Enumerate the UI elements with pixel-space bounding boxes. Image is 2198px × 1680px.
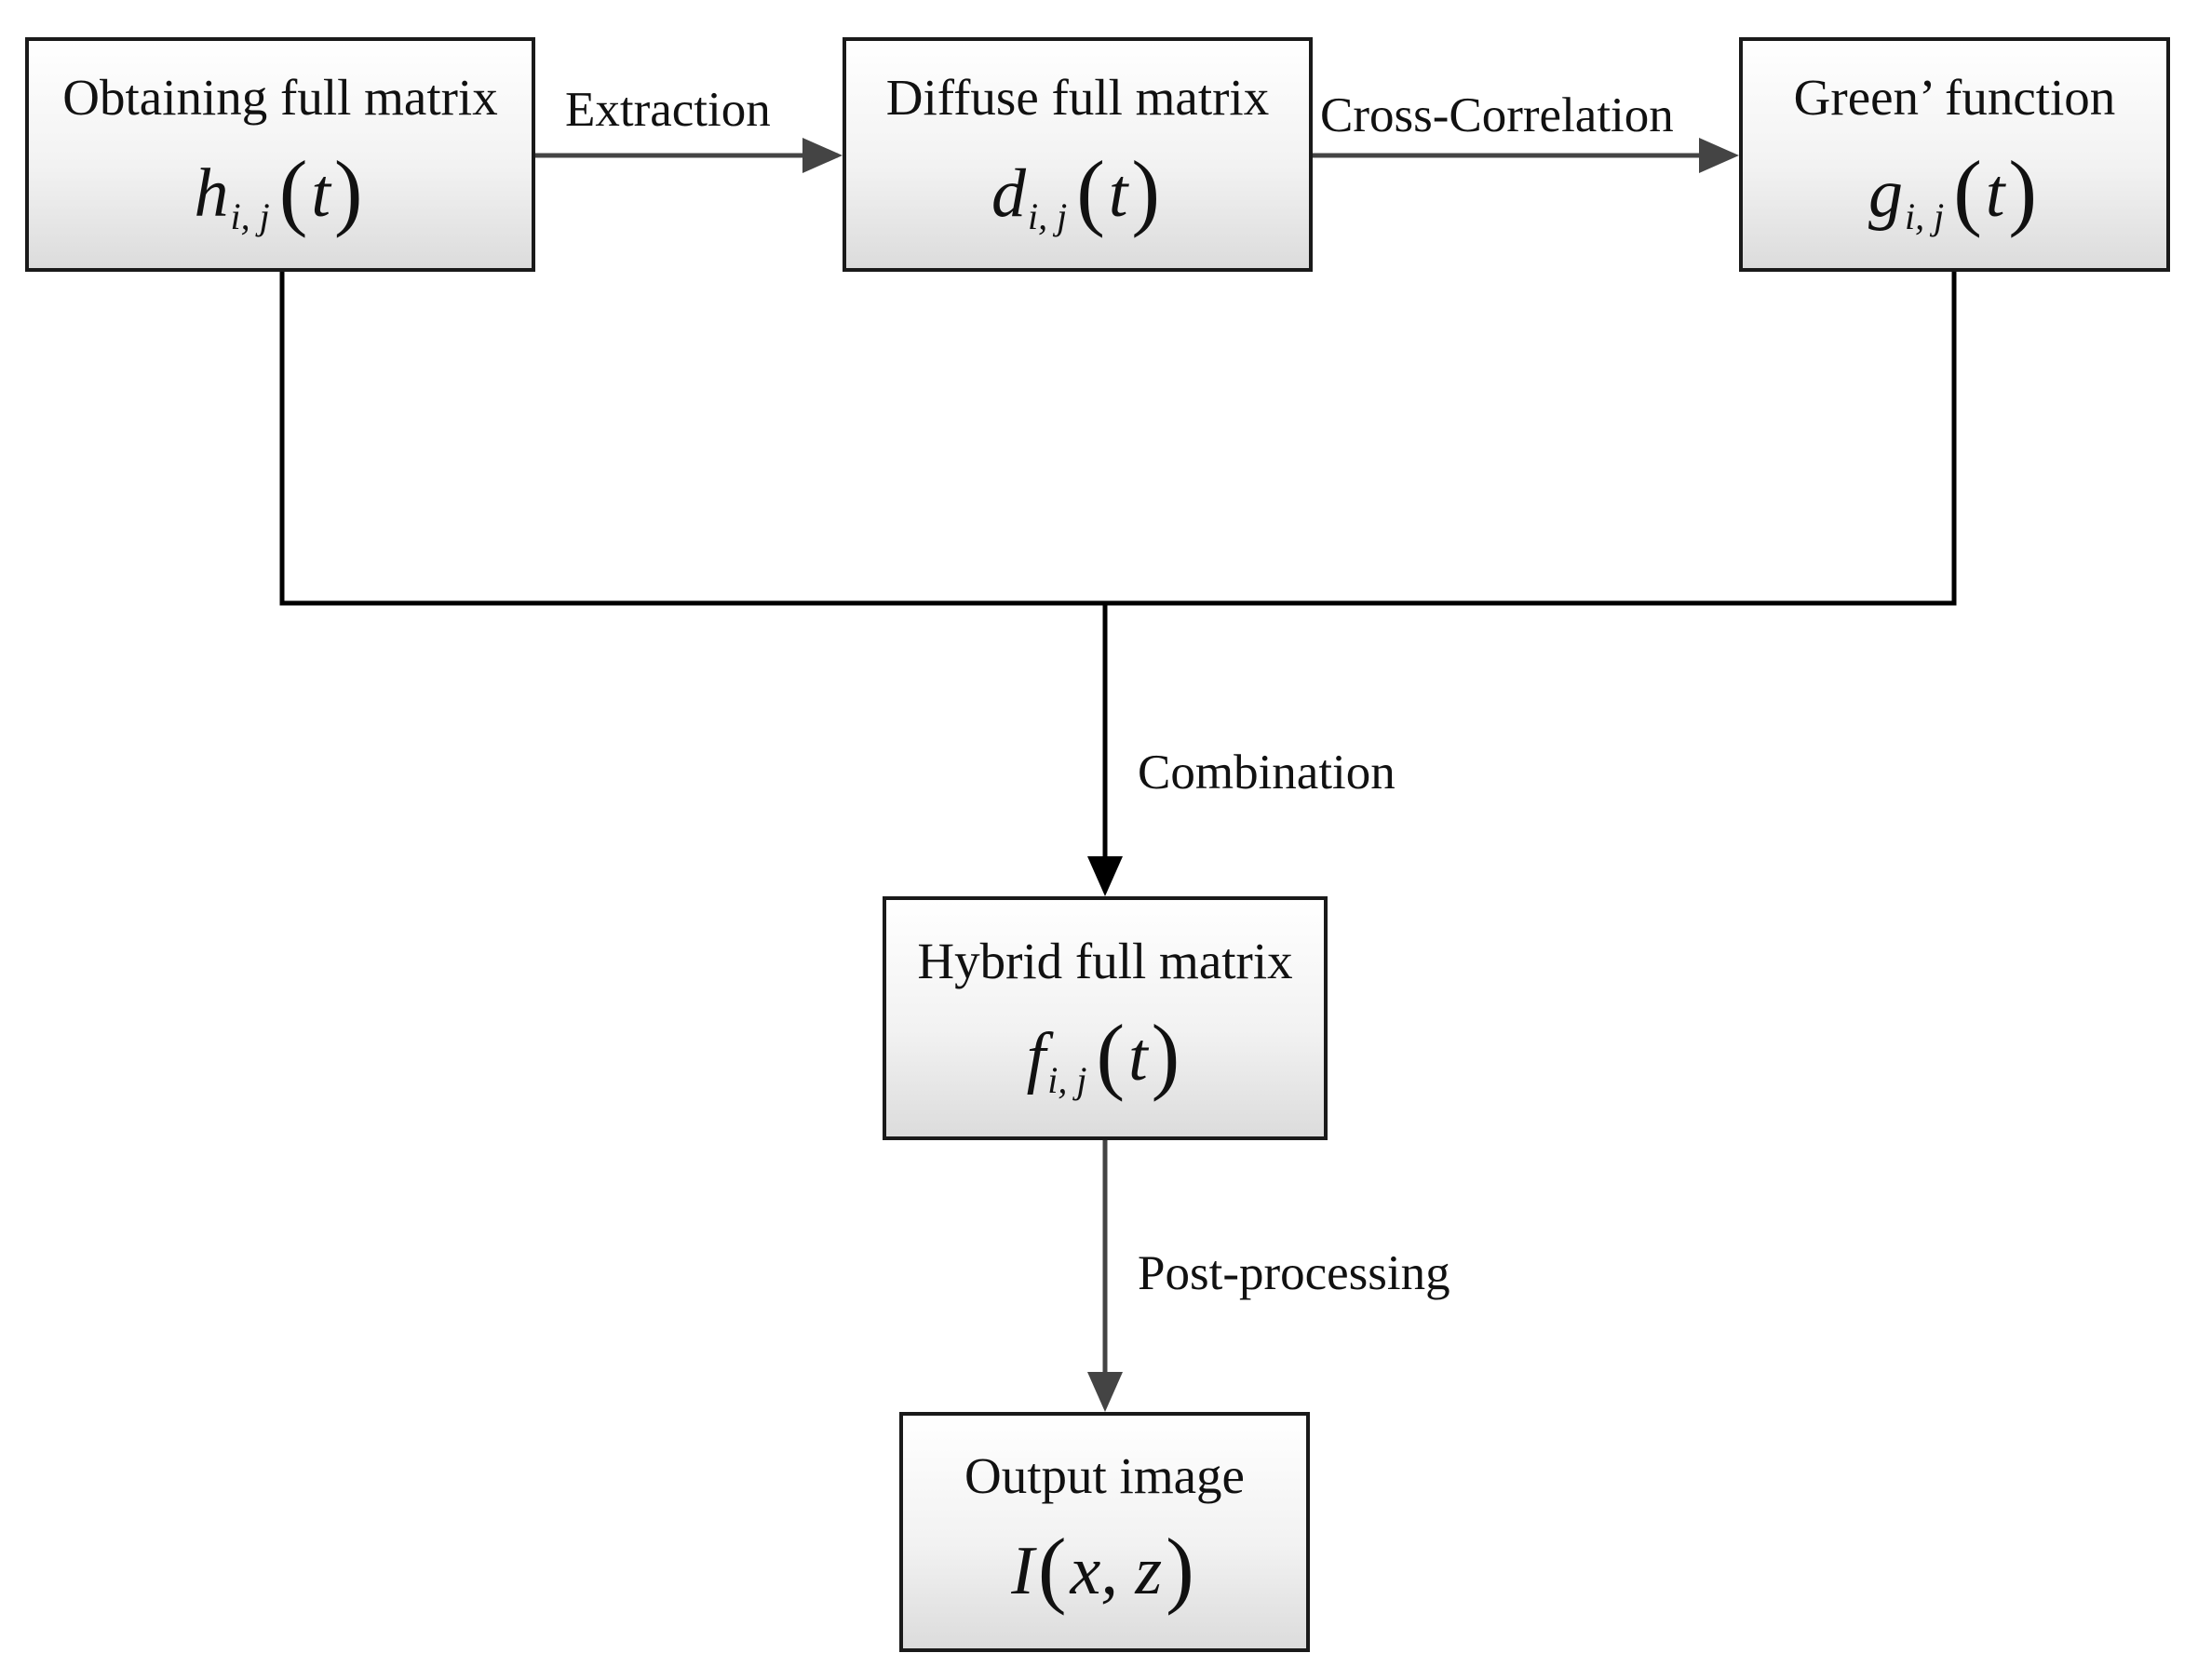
- combination-arrowhead: [1087, 856, 1123, 896]
- formula-argument: x, z: [1070, 1533, 1163, 1610]
- cross-correlation-label: Cross-Correlation: [1320, 88, 1674, 142]
- formula-argument: t: [1985, 155, 2005, 232]
- cross-correlation-arrowhead: [1699, 138, 1739, 173]
- node-title: Diffuse full matrix: [885, 69, 1270, 127]
- green-function-box: Green’ function gi, j(t): [1739, 37, 2170, 272]
- combination-bracket: [279, 270, 1957, 606]
- output-image-box: Output image I(x, z): [899, 1412, 1310, 1652]
- node-formula: fi, j(t): [1026, 1006, 1180, 1102]
- formula-symbol: I: [1011, 1533, 1034, 1610]
- formula-symbol: f: [1026, 1018, 1046, 1095]
- extraction-label: Extraction: [565, 83, 771, 137]
- node-formula: I(x, z): [1011, 1521, 1194, 1617]
- extraction-arrowhead: [802, 138, 843, 173]
- node-title: Obtaining full matrix: [62, 69, 498, 127]
- node-formula: di, j(t): [991, 142, 1161, 238]
- formula-subscript: i, j: [1027, 195, 1068, 237]
- diffuse-full-matrix-box: Diffuse full matrix di, j(t): [843, 37, 1313, 272]
- formula-argument: t: [1128, 1018, 1148, 1095]
- node-formula: hi, j(t): [194, 142, 363, 238]
- formula-symbol: d: [991, 155, 1026, 232]
- formula-argument: t: [311, 155, 330, 232]
- node-title: Hybrid full matrix: [917, 933, 1293, 990]
- node-title: Output image: [964, 1446, 1245, 1504]
- formula-subscript: i, j: [230, 195, 270, 237]
- combination-label: Combination: [1138, 746, 1396, 800]
- post-processing-label: Post-processing: [1138, 1246, 1450, 1300]
- formula-symbol: h: [194, 155, 229, 232]
- formula-argument: t: [1108, 155, 1128, 232]
- node-title: Green’ function: [1793, 69, 2116, 127]
- formula-subscript: i, j: [1047, 1058, 1087, 1101]
- formula-subscript: i, j: [1904, 195, 1945, 237]
- hybrid-full-matrix-box: Hybrid full matrix fi, j(t): [883, 896, 1328, 1140]
- node-formula: gi, j(t): [1868, 142, 2038, 238]
- formula-symbol: g: [1868, 155, 1903, 232]
- obtaining-full-matrix-box: Obtaining full matrix hi, j(t): [25, 37, 535, 272]
- post-processing-arrowhead: [1087, 1372, 1123, 1412]
